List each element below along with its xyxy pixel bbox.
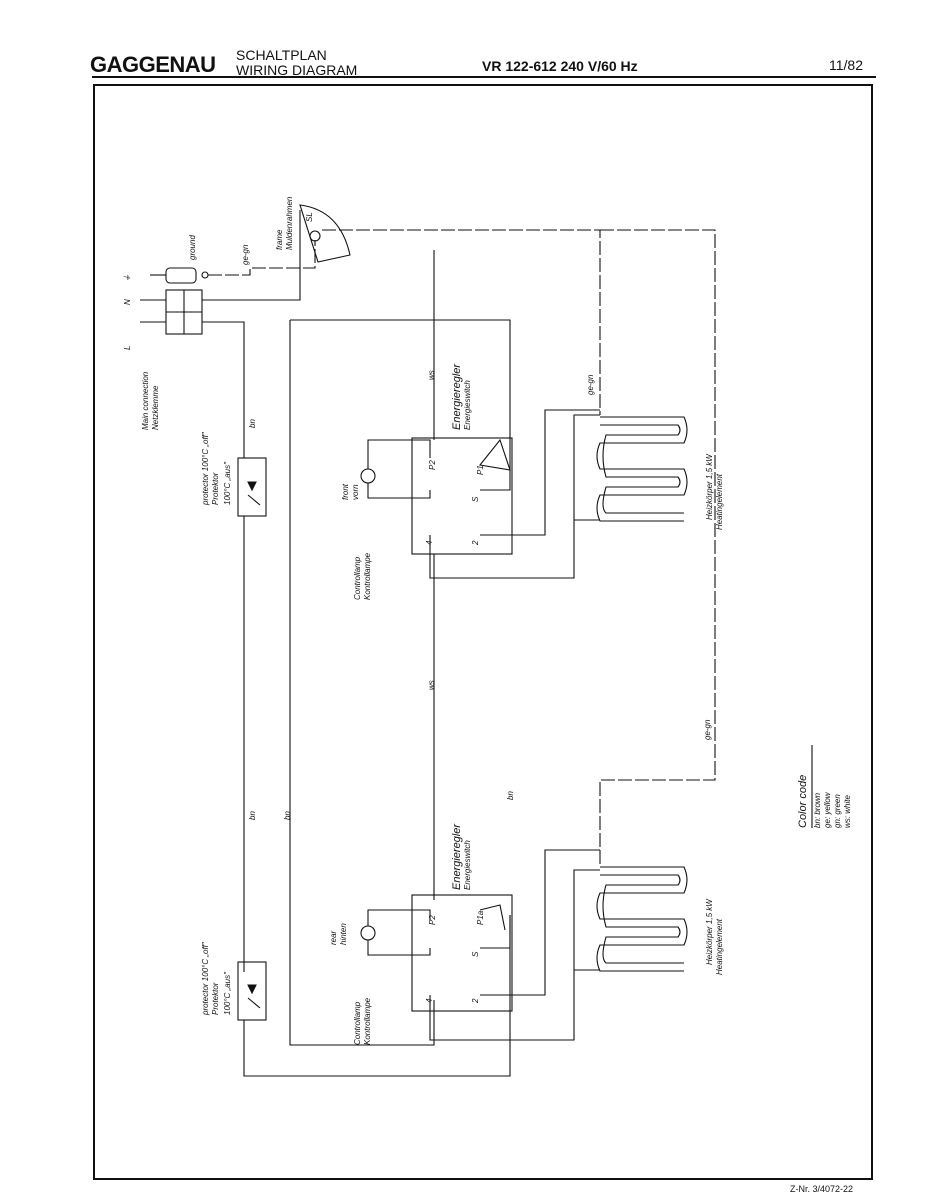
label-4-top: 4	[425, 540, 434, 545]
label-bn-1: bn	[248, 419, 257, 428]
heating-element-bottom	[596, 866, 688, 972]
header: GAGGENAU SCHALTPLAN WIRING DIAGRAM VR 12…	[0, 40, 925, 90]
heating-element-top	[596, 416, 688, 522]
date: 11/82	[829, 57, 863, 73]
label-p2-bot: P2	[428, 915, 437, 925]
label-ge-gn-1: ge-gn	[241, 244, 250, 265]
model-number: VR 122-612 240 V/60 Hz	[482, 58, 638, 74]
frame-symbol	[299, 204, 351, 263]
label-front-de: vorn	[351, 484, 360, 500]
energy-switch-bottom	[411, 894, 513, 1012]
label-rear-de: hinten	[339, 923, 348, 945]
header-rule	[92, 76, 876, 78]
label-heater-top-en: Heatingelement	[715, 473, 724, 530]
drawing-number: Z-Nr. 3/4072-22	[790, 1184, 854, 1194]
label-terminal-l: L	[123, 346, 132, 350]
energy-switch-top	[411, 437, 513, 555]
label-frame-de: Muldenrahmen	[285, 196, 294, 250]
color-code-bn: bn: brown	[813, 792, 822, 828]
label-p2-top: P2	[428, 460, 437, 470]
label-2-bot: 2	[471, 998, 480, 1004]
label-protector-bot-de2: 100°C „aus"	[223, 971, 232, 1015]
label-ws-2: ws	[427, 680, 436, 690]
label-bn-4: bn	[506, 791, 515, 800]
label-heater-bot-de: Heizkörper 1,5 kW	[705, 898, 714, 965]
ground-screw-icon	[201, 271, 209, 279]
title-en: WIRING DIAGRAM	[236, 62, 358, 78]
label-sl: SL	[305, 212, 314, 222]
label-main-conn-en: Main connection	[141, 371, 150, 430]
color-code-title: Color code	[797, 775, 809, 828]
label-terminal-n: N	[123, 299, 132, 305]
control-lamp-front-icon	[360, 468, 376, 484]
label-ws-1: ws	[427, 370, 436, 380]
color-code-ws: ws: white	[843, 795, 852, 828]
label-ctrl-bot-de: Kontrollampe	[363, 997, 372, 1045]
ground-terminal	[165, 267, 197, 284]
label-protector-top-en: protector 100°C „off"	[201, 431, 210, 506]
color-code-ge: ge: yellow	[823, 791, 832, 828]
protector-bottom	[237, 961, 267, 1021]
label-ge-gn-2: ge-gn	[586, 374, 595, 395]
title-de: SCHALTPLAN	[236, 47, 327, 63]
control-lamp-rear-icon	[360, 925, 376, 941]
label-es-bot-de: Energieregler	[451, 823, 463, 890]
label-protector-bot-en: protector 100°C „off"	[201, 941, 210, 1016]
label-frame-en: frame	[275, 229, 284, 250]
brand-logo: GAGGENAU	[90, 52, 216, 77]
label-p1-top: P1	[476, 465, 485, 475]
label-bn-2: bn	[248, 811, 257, 820]
label-protector-bot-de: Protektor	[211, 982, 220, 1015]
color-code-gn: gn: green	[833, 794, 842, 828]
label-protector-top-de2: 100°C „aus"	[223, 461, 232, 505]
label-4-bot: 4	[425, 998, 434, 1003]
label-ctrl-top-en: Controllamp	[353, 556, 362, 600]
label-p1a-bot: P1a	[476, 910, 485, 925]
label-terminal-e: ⏚	[123, 274, 132, 282]
label-es-top-de: Energieregler	[451, 363, 463, 430]
label-2-top: 2	[471, 540, 480, 546]
diagram-frame	[93, 84, 873, 1180]
protector-top	[237, 457, 267, 517]
label-ctrl-bot-en: Controllamp	[353, 1001, 362, 1045]
label-main-conn-de: Netzklemme	[151, 385, 160, 430]
label-front-en: front	[341, 483, 350, 500]
label-rear-en: rear	[329, 930, 338, 945]
label-heater-bot-en: Heatingelement	[715, 918, 724, 975]
label-protector-top-de: Protektor	[211, 472, 220, 505]
label-es-top-en: Energieswitch	[463, 380, 472, 430]
label-heater-top-de: Heizkörper 1,5 kW	[705, 453, 714, 520]
label-s-bot: S	[471, 951, 480, 957]
label-ground: ground	[188, 235, 197, 260]
label-s-top: S	[471, 496, 480, 502]
label-bn-3: bn	[283, 811, 292, 820]
frame-ground-point-icon	[309, 230, 321, 242]
label-ge-gn-3: ge-gn	[703, 719, 712, 740]
label-ctrl-top-de: Kontrollampe	[363, 552, 372, 600]
label-es-bot-en: Energieswitch	[463, 840, 472, 890]
